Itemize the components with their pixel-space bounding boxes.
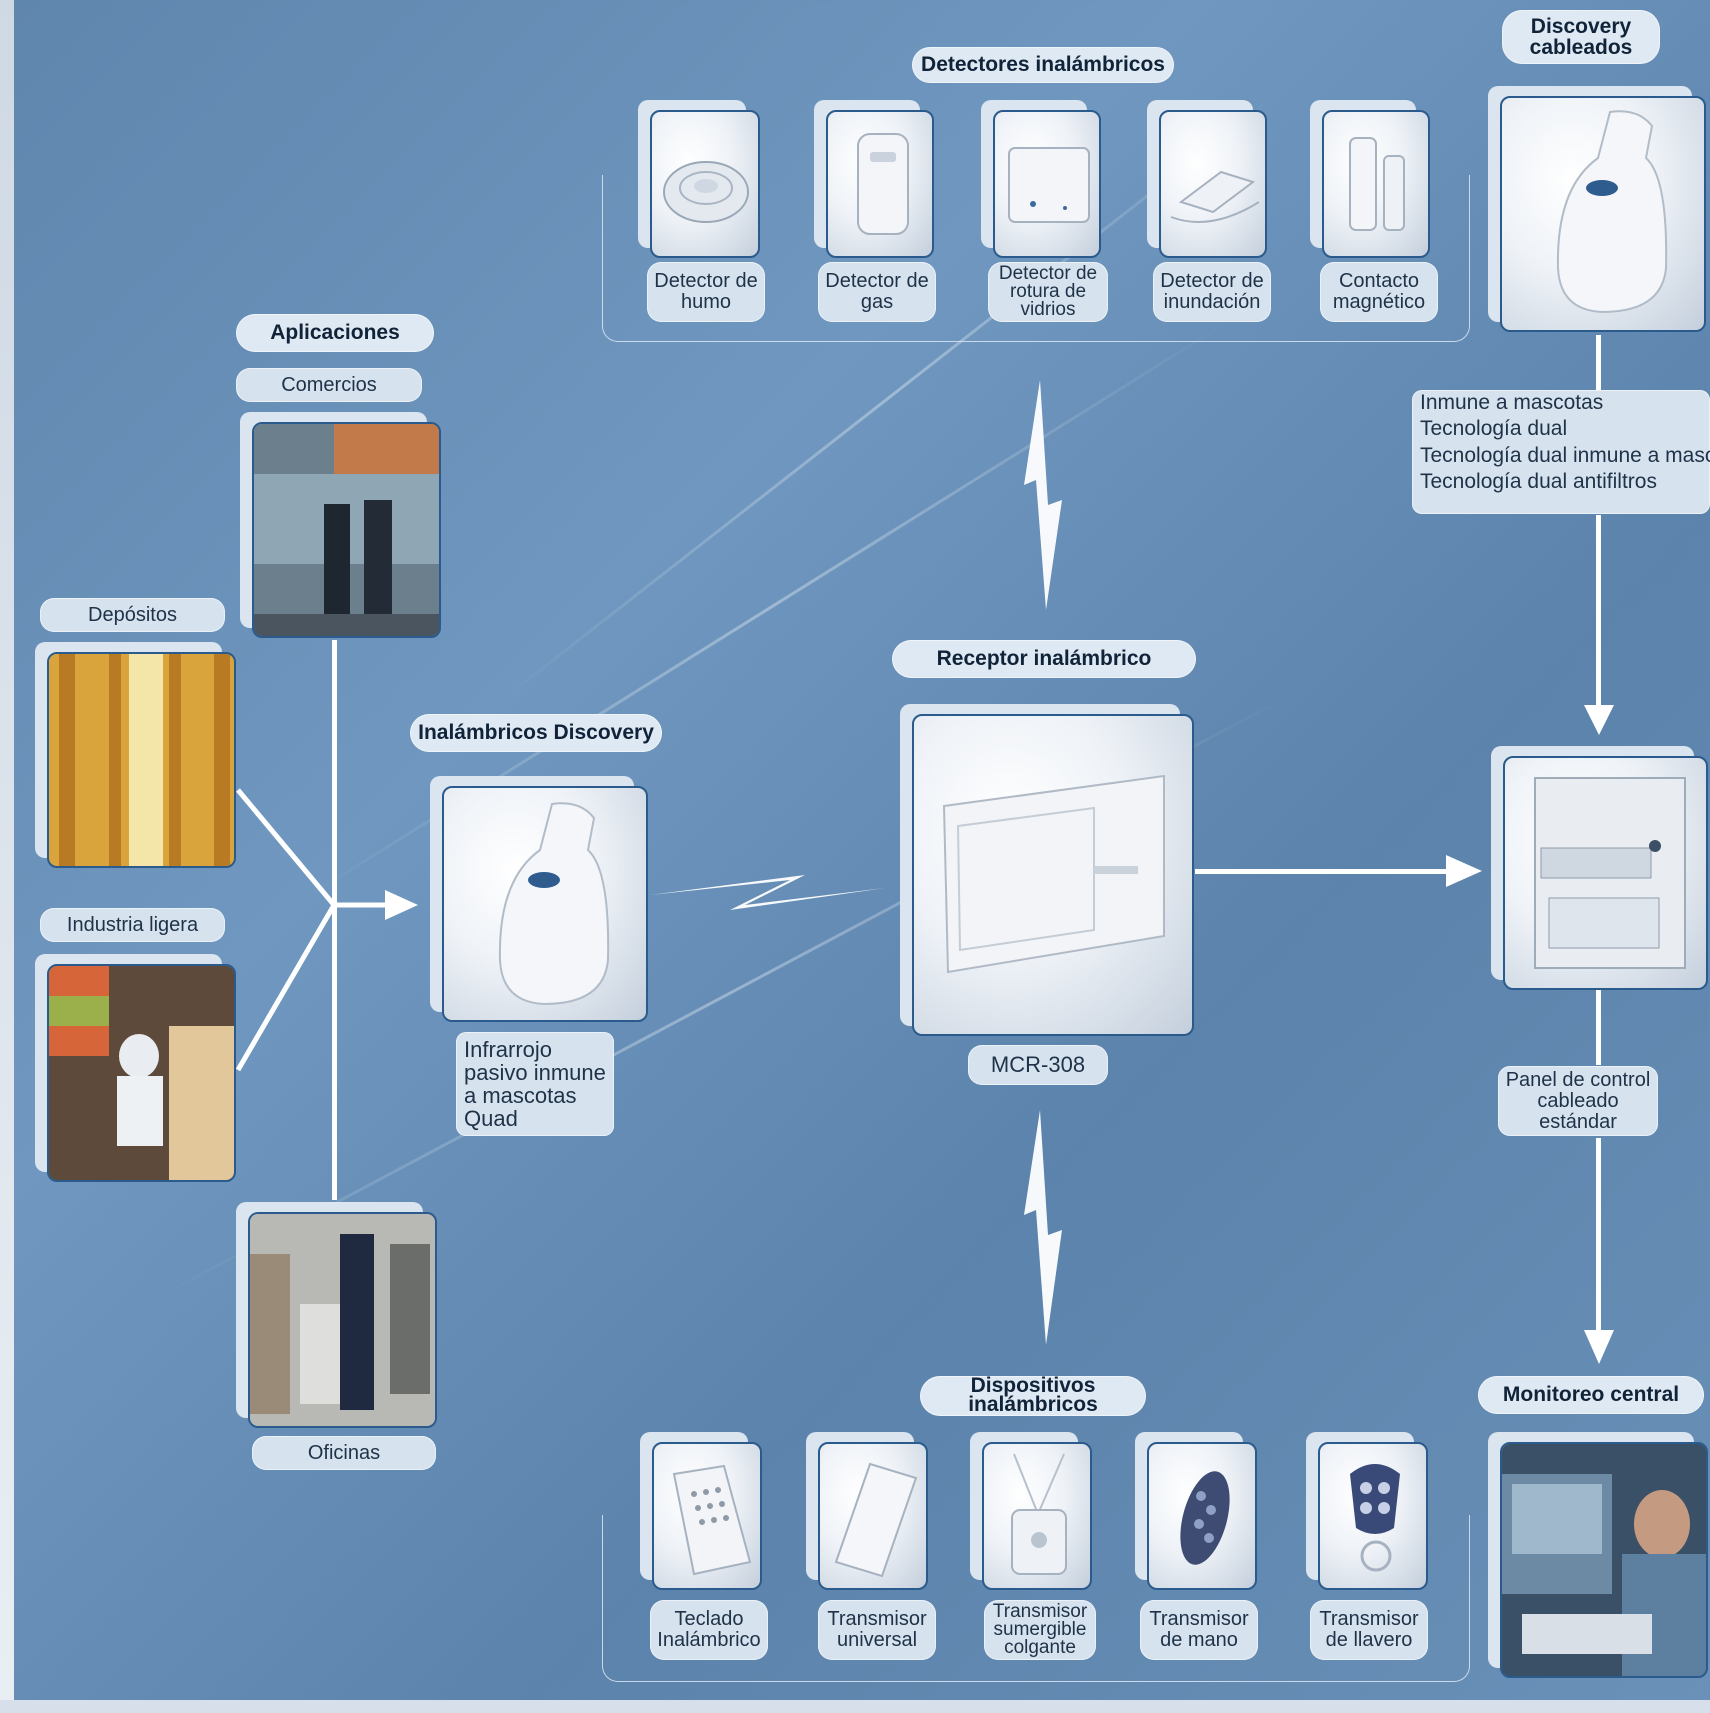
comercios-photo: [254, 424, 439, 636]
industria-photo: [49, 966, 234, 1180]
control-panel-card: [1491, 746, 1708, 990]
detector-card: [981, 100, 1101, 258]
device-label: Transmisor de mano: [1140, 1600, 1258, 1660]
monitoring-photo-card: [1488, 1432, 1708, 1678]
wired-connector-line: [1596, 515, 1601, 715]
device-card: [970, 1432, 1092, 1590]
oficinas-photo: [250, 1214, 435, 1426]
receiver-to-panel-line: [1195, 869, 1450, 874]
applications-trunk-line: [332, 640, 337, 1200]
handheld-transmitter-icon: [1180, 1471, 1230, 1565]
detector-card: [638, 100, 760, 258]
wired-feature-item: Tecnología dual antifiltros: [1420, 469, 1657, 493]
device-label: Transmisor universal: [818, 1600, 936, 1660]
device-card: [640, 1432, 762, 1590]
device-label: Transmisor de llavero: [1310, 1600, 1428, 1660]
arrow-to-panel-icon: [1446, 855, 1482, 887]
control-panel-label: Panel de control cableado estándar: [1498, 1066, 1658, 1136]
wired-feature-item: Tecnología dual: [1420, 417, 1568, 441]
device-card: [806, 1432, 928, 1590]
keyfob-icon: [1350, 1464, 1400, 1572]
wireless-pir-detector-icon: [498, 802, 610, 1006]
detector-card: [814, 100, 934, 258]
application-label-oficinas: Oficinas: [252, 1436, 436, 1470]
application-label-depositos: Depósitos: [40, 598, 225, 632]
monitoring-heading: Monitoreo central: [1478, 1376, 1704, 1414]
detector-label: Detector de inundación: [1153, 262, 1271, 322]
device-label: Transmisor sumergible colgante: [984, 1600, 1096, 1660]
panel-connector-line: [1596, 1138, 1601, 1333]
devices-heading: Dispositivos inalámbricos: [920, 1375, 1146, 1416]
industria-photo-card: [35, 954, 236, 1182]
flood-detector-icon: [1170, 170, 1260, 223]
arrow-to-pir-icon: [385, 890, 418, 920]
detectors-bracket: [602, 175, 1470, 342]
pendant-transmitter-icon: [1011, 1453, 1067, 1575]
arrow-down-panel-icon: [1584, 705, 1614, 735]
device-card: [1135, 1432, 1257, 1590]
wired-heading: Discovery cableados: [1502, 10, 1660, 64]
wired-feature-item: Inmune a mascotas: [1420, 391, 1604, 414]
device-card: [1306, 1432, 1428, 1590]
receiver-card: [900, 704, 1194, 1036]
keypad-icon: [672, 1464, 752, 1576]
wireless-receiver-icon: [942, 774, 1165, 974]
receiver-model-label: MCR-308: [968, 1045, 1108, 1085]
depositos-photo: [49, 654, 234, 866]
universal-transmitter-icon: [834, 1462, 918, 1578]
wireless-pir-label: Infrarrojo pasivo inmune a mascotas Quad: [456, 1032, 614, 1136]
wired-pir-detector-icon: [1556, 110, 1668, 314]
detector-label: Detector de gas: [818, 262, 936, 322]
depositos-photo-card: [35, 642, 236, 868]
wireless-bolt-icon: [1024, 380, 1062, 610]
wireless-discovery-heading: Inalámbricos Discovery: [410, 714, 662, 752]
arrow-down-monitoring-icon: [1584, 1330, 1614, 1364]
applications-heading: Aplicaciones: [236, 314, 434, 352]
comercios-photo-card: [240, 412, 441, 638]
control-panel-icon: [1534, 777, 1686, 969]
wireless-pir-card: [430, 776, 648, 1022]
oficinas-photo-card: [236, 1202, 437, 1428]
device-label: Teclado Inalámbrico: [650, 1600, 768, 1660]
left-edge-band: [0, 0, 14, 1713]
detector-label: Detector de humo: [647, 262, 765, 322]
smoke-detector-icon: [663, 161, 749, 223]
branch-line-depositos: [236, 788, 336, 907]
detector-card: [1147, 100, 1267, 258]
wired-detector-card: [1488, 86, 1706, 332]
wired-connector-line: [1596, 335, 1601, 395]
wireless-bolt-icon: [1024, 1110, 1062, 1345]
glass-break-detector-icon: [1008, 147, 1090, 223]
detector-label: Contacto magnético: [1320, 262, 1438, 322]
branch-line-industria: [235, 903, 337, 1072]
wireless-bolt-icon: [650, 875, 885, 910]
application-label-comercios: Comercios: [236, 368, 422, 402]
receiver-heading: Receptor inalámbrico: [892, 640, 1196, 678]
bottom-edge-band: [0, 1700, 1710, 1713]
wired-features-list: Inmune a mascotas Tecnología dual Tecnol…: [1412, 390, 1710, 514]
devices-bracket: [602, 1515, 1470, 1682]
detector-card: [1310, 100, 1430, 258]
application-label-industria: Industria ligera: [40, 908, 225, 942]
panel-connector-line: [1596, 990, 1601, 1065]
magnetic-contact-icon: [1349, 137, 1405, 231]
monitoring-operator-photo: [1502, 1444, 1706, 1676]
detectors-heading: Detectores inalámbricos: [912, 47, 1174, 83]
wired-feature-item: Tecnología dual inmune a mascotas: [1420, 443, 1710, 467]
detector-label: Detector de rotura de vidrios: [988, 262, 1108, 322]
gas-detector-icon: [857, 133, 909, 235]
